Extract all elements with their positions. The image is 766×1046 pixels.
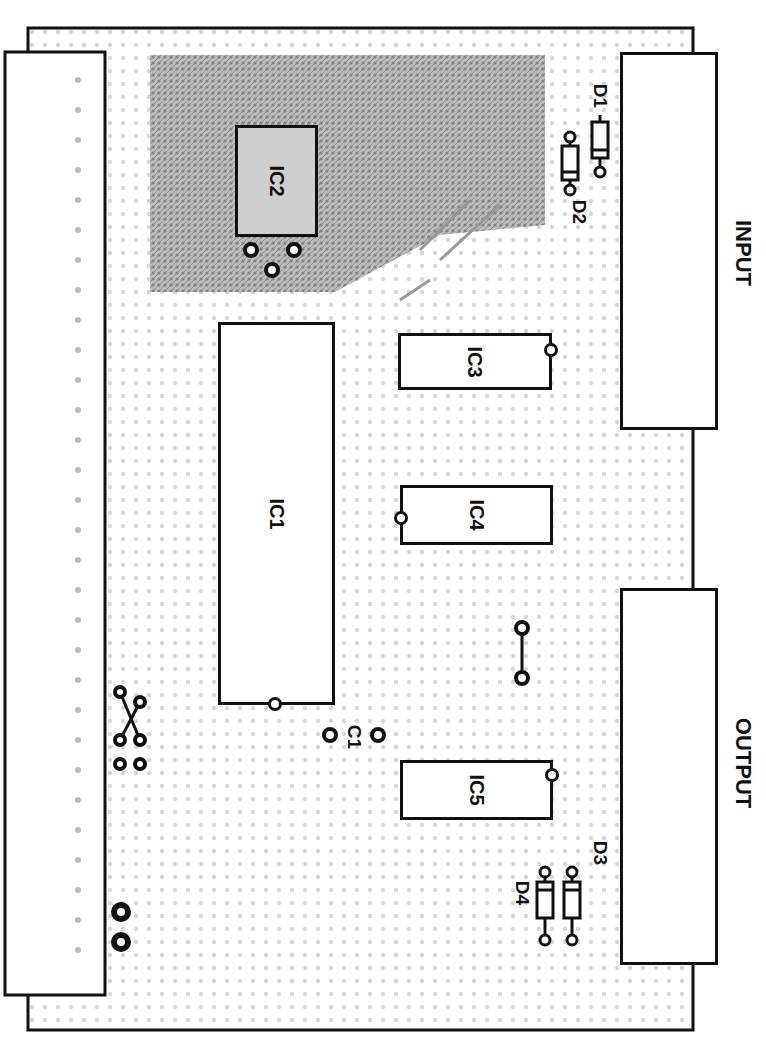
part-reference: D1 [591,84,610,108]
power-pads [114,905,128,949]
connector-block: INPUT [620,52,718,430]
ic-label: IC1 [267,498,287,529]
part-reference: D2 [570,200,589,224]
ic-package: IC1 [218,322,335,705]
ic-label: IC2 [267,165,287,196]
part-reference: D3 [591,841,610,865]
board-grid [28,28,693,1030]
part-reference: C1 [345,725,364,749]
ic-label: IC3 [465,346,485,377]
ic-package: IC5 [400,760,553,820]
ic-package: IC2 [235,125,318,237]
connector-label: OUTPUT [732,718,754,808]
ic-label: IC4 [467,499,487,530]
ic-package: IC4 [400,485,553,545]
regulator-pads [245,244,300,276]
part-reference: D4 [513,881,532,905]
board-outline [28,28,693,1030]
connector-label: INPUT [732,220,754,286]
copper-track [400,200,500,300]
pin1-notch [394,511,408,525]
edge-pins [75,77,81,953]
pin1-notch [268,697,282,711]
ic-package: IC3 [398,333,552,390]
ground-plane [150,55,545,292]
ic-label: IC5 [467,774,487,805]
connector-block: OUTPUT [620,588,718,965]
edge-connector [5,52,105,995]
pin1-notch [545,768,559,782]
